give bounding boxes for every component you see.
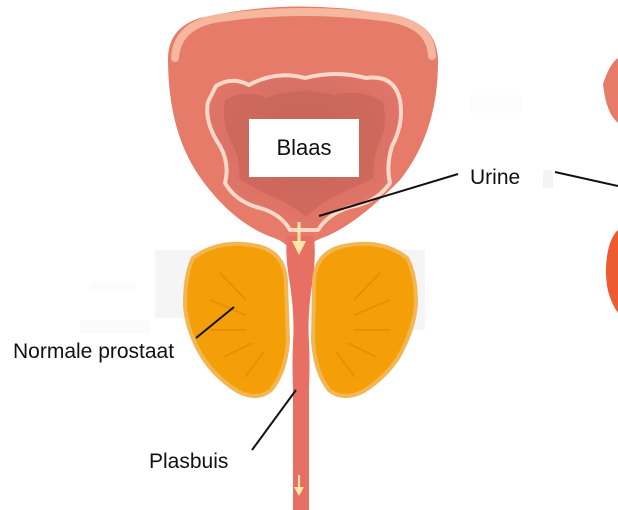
partial-bladder-shape [603, 58, 618, 123]
urethra-label: Plasbuis [147, 451, 230, 472]
partial-prostate-shape [606, 230, 618, 313]
bladder-label: Blaas [249, 119, 359, 177]
urethra-pointer-line [252, 390, 296, 450]
right-urine-pointer-line [555, 172, 618, 186]
prostate-right-lobe [313, 244, 416, 396]
urethra-shape [286, 236, 314, 510]
prostate-label: Normale prostaat [11, 341, 176, 362]
urine-label: Urine [468, 165, 522, 190]
prostate-left-lobe [185, 244, 288, 396]
